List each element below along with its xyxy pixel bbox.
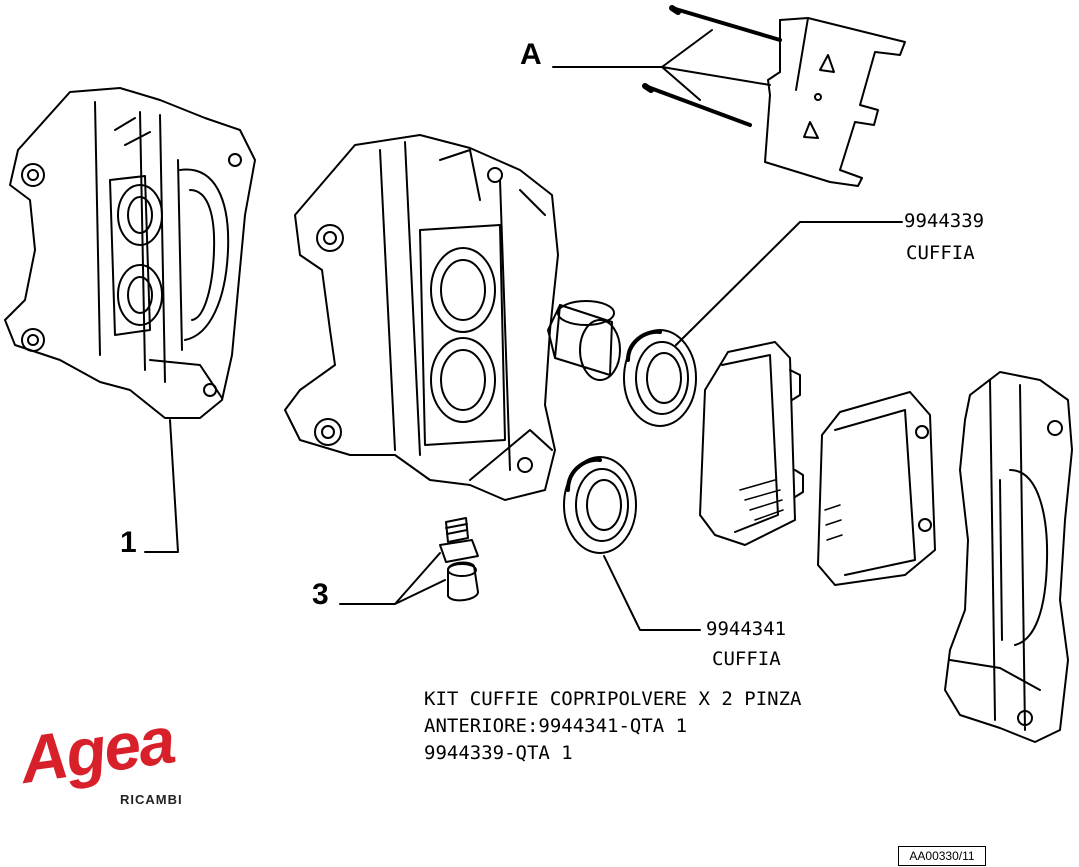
- part-name-9944341: CUFFIA: [712, 648, 781, 670]
- caliper-assembly-1: [4, 87, 256, 419]
- leader-line-3: [339, 552, 446, 605]
- agea-logo-subtitle: RICAMBI: [120, 792, 183, 807]
- piston: [547, 300, 621, 381]
- brake-pad-front: [699, 341, 804, 546]
- bleed-screw-kit-3: [439, 517, 479, 602]
- caliper-half: [944, 371, 1073, 743]
- caliper-body: [284, 134, 559, 501]
- kit-note: KIT CUFFIE COPRIPOLVERE X 2 PINZA ANTERIO…: [424, 686, 802, 767]
- dust-boot-9944339: [623, 329, 697, 427]
- part-code-9944339: 9944339: [904, 210, 985, 232]
- brake-pad-rear: [817, 391, 936, 586]
- callout-3: 3: [312, 578, 329, 611]
- dust-boot-9944341: [563, 456, 637, 554]
- pad-spring-kit-a: [642, 5, 906, 187]
- callout-1: 1: [120, 526, 137, 559]
- leader-line-1: [144, 419, 179, 553]
- drawing-reference: AA00330/11: [898, 846, 986, 866]
- kit-note-line-2: ANTERIORE:9944341-QTA 1: [424, 715, 688, 737]
- kit-note-line-1: KIT CUFFIE COPRIPOLVERE X 2 PINZA: [424, 688, 802, 710]
- kit-note-line-3: 9944339-QTA 1: [424, 742, 573, 764]
- part-name-9944339: CUFFIA: [906, 242, 975, 264]
- leader-line-a: [552, 29, 771, 101]
- part-code-9944341: 9944341: [706, 618, 787, 640]
- callout-a: A: [520, 38, 542, 71]
- leader-line-9944339: [675, 221, 903, 346]
- leader-line-9944341: [603, 555, 701, 631]
